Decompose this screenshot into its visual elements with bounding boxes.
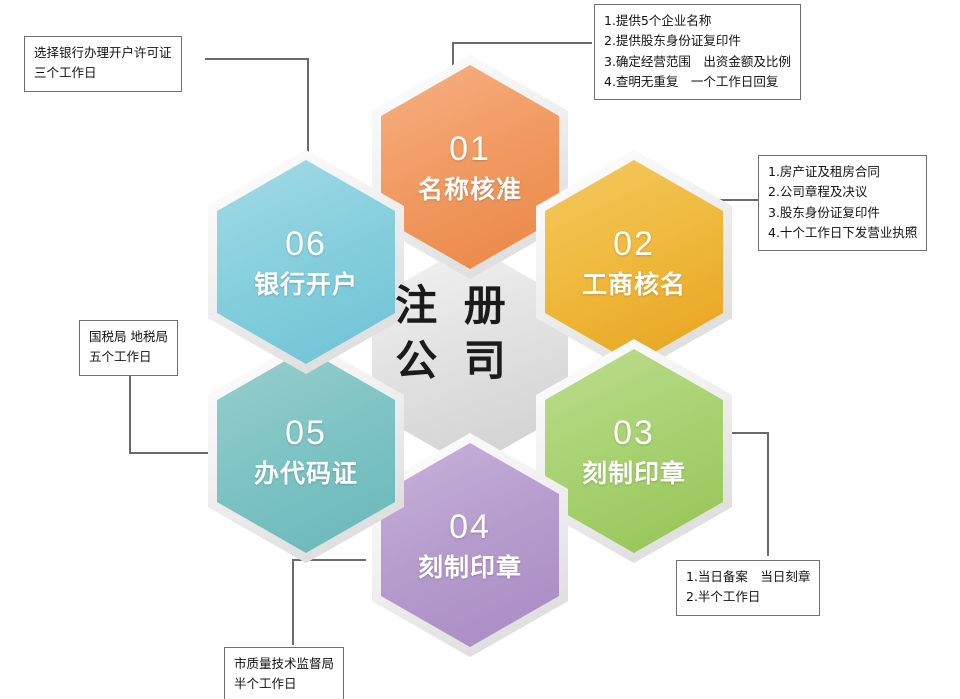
hex-step-06[interactable]: 06 银行开户	[208, 150, 404, 374]
hex-06-label: 银行开户	[253, 270, 358, 299]
note-06-line-1: 选择银行办理开户许可证	[34, 45, 172, 60]
connector-05-vertical	[129, 371, 131, 454]
note-box-02: 1.房产证及租房合同 2.公司章程及决议 3.股东身份证复印件 4.十个工作日下…	[758, 155, 928, 251]
hex-step-04[interactable]: 04 刻制印章	[372, 433, 568, 657]
center-title-line-2: 公 司	[395, 336, 512, 386]
hex-02-label: 工商核名	[581, 270, 686, 299]
hex-03-label: 刻制印章	[581, 459, 686, 488]
connector-06-vertical	[307, 58, 309, 186]
hex-04-label: 刻制印章	[417, 553, 522, 582]
connector-05-horizontal	[129, 452, 219, 454]
note-06-line-2: 三个工作日	[34, 65, 97, 81]
note-02-line-2: 2.公司章程及决议	[768, 184, 868, 200]
hex-04-number: 04	[449, 507, 491, 546]
connector-04-vertical	[292, 559, 294, 645]
note-03-line-1: 1.当日备案 当日刻章	[686, 569, 811, 584]
note-box-06: 选择银行办理开户许可证 三个工作日	[24, 36, 182, 92]
hex-step-02[interactable]: 02 工商核名	[536, 150, 732, 374]
hex-06-number: 06	[285, 224, 327, 263]
hex-03-number: 03	[613, 413, 655, 452]
hex-step-05[interactable]: 05 办代码证	[208, 339, 404, 563]
note-box-01: 1.提供5个企业名称 2.提供股东身份证复印件 3.确定经营范围 出资金额及比例…	[594, 4, 801, 100]
note-05-line-1: 国税局 地税局	[89, 329, 168, 344]
note-02-line-3: 3.股东身份证复印件	[768, 204, 880, 220]
connector-03-vertical	[767, 432, 769, 556]
hex-06-face: 06 银行开户	[217, 160, 395, 364]
center-title-line-1: 注 册	[395, 281, 512, 330]
note-05-line-2: 五个工作日	[89, 349, 152, 365]
note-01-line-1: 1.提供5个企业名称	[604, 13, 712, 28]
note-03-line-2: 2.半个工作日	[686, 589, 761, 605]
note-box-03: 1.当日备案 当日刻章 2.半个工作日	[676, 560, 821, 616]
hex-02-face: 02 工商核名	[545, 160, 723, 364]
note-02-line-1: 1.房产证及租房合同	[768, 164, 880, 179]
center-title: 注 册 公 司	[368, 278, 533, 389]
hex-step-01[interactable]: 01 名称核准	[372, 55, 568, 279]
hex-01-number: 01	[449, 129, 491, 168]
connector-03-horizontal	[707, 432, 769, 434]
note-01-line-3: 3.确定经营范围 出资金额及比例	[604, 53, 791, 69]
hex-05-label: 办代码证	[253, 459, 358, 488]
note-04-line-2: 半个工作日	[234, 676, 297, 692]
note-box-04: 市质量技术监督局 半个工作日	[224, 647, 345, 699]
hex-02-number: 02	[613, 224, 655, 263]
connector-04-horizontal	[292, 559, 366, 561]
hex-01-label: 名称核准	[417, 175, 522, 204]
hex-step-03[interactable]: 03 刻制印章	[536, 339, 732, 563]
note-01-line-2: 2.提供股东身份证复印件	[604, 33, 741, 49]
note-04-line-1: 市质量技术监督局	[234, 656, 335, 671]
note-box-05: 国税局 地税局 五个工作日	[79, 320, 178, 376]
hex-03-face: 03 刻制印章	[545, 349, 723, 553]
connector-01-horizontal	[452, 42, 592, 44]
connector-02-horizontal	[700, 199, 760, 201]
backdrop-hex-center	[372, 244, 568, 468]
note-01-line-4: 4.查明无重复 一个工作日回复	[604, 73, 779, 89]
note-02-line-4: 4.十个工作日下发营业执照	[768, 224, 918, 240]
connector-06-horizontal	[205, 58, 309, 60]
hex-05-number: 05	[285, 413, 327, 452]
